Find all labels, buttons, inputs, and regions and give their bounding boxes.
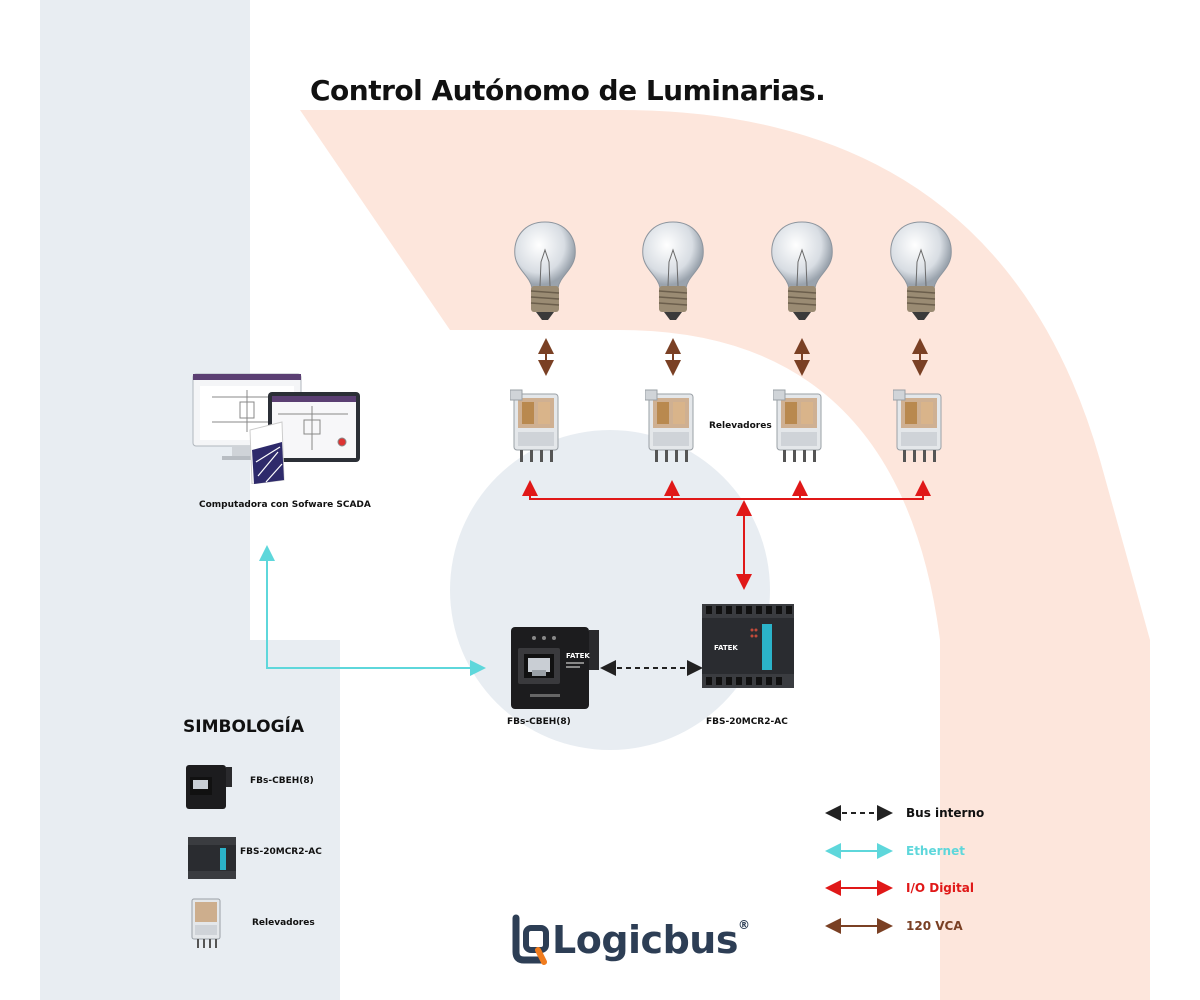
simbologia-item-label: FBs-CBEH(8) <box>250 776 314 786</box>
relay-icon <box>773 389 822 462</box>
light-bulb-icon <box>642 221 704 320</box>
plc-label: FBS-20MCR2-AC <box>706 717 788 727</box>
plc-icon: FATEK <box>702 604 794 688</box>
ethernet-link <box>259 545 486 676</box>
relay-icon <box>510 389 559 462</box>
light-bulb-icon <box>890 221 952 320</box>
legend-ethernet: Ethernet <box>906 844 965 858</box>
legend-lines <box>825 805 893 934</box>
light-bulb-icon <box>514 221 576 320</box>
logo-registered-mark: ® <box>737 918 750 932</box>
scada-computer-icon <box>192 373 360 484</box>
simbologia-title: SIMBOLOGÍA <box>183 717 305 737</box>
ethernet-module-icon: FATEK <box>511 627 599 709</box>
simbologia-item-label: FBS-20MCR2-AC <box>240 847 322 857</box>
power-links <box>538 338 928 376</box>
logicbus-logo-icon <box>512 914 549 965</box>
simbologia-item-label: Relevadores <box>252 918 315 928</box>
light-bulb-icon <box>771 221 833 320</box>
relay-icon <box>645 389 694 462</box>
logo-wordmark: Logicbus <box>552 918 738 962</box>
ethernet-module-icon <box>186 765 232 809</box>
legend-120vca: 120 VCA <box>906 919 963 933</box>
relay-icon <box>893 389 942 462</box>
io-digital-bus <box>522 480 931 590</box>
relay-icon <box>191 898 221 948</box>
legend-bus-interno: Bus interno <box>906 806 985 820</box>
plc-icon <box>188 837 236 879</box>
module-brand-text: FATEK <box>566 652 590 660</box>
ethernet-module-label: FBs-CBEH(8) <box>507 717 571 727</box>
plc-brand-text: FATEK <box>714 644 738 652</box>
relays-label: Relevadores <box>709 421 772 431</box>
legend-io-digital: I/O Digital <box>906 881 974 895</box>
page-title: Control Autónomo de Luminarias. <box>310 74 826 107</box>
logo-text: Logicbus® <box>552 918 750 962</box>
computer-label: Computadora con Sofware SCADA <box>199 500 371 510</box>
